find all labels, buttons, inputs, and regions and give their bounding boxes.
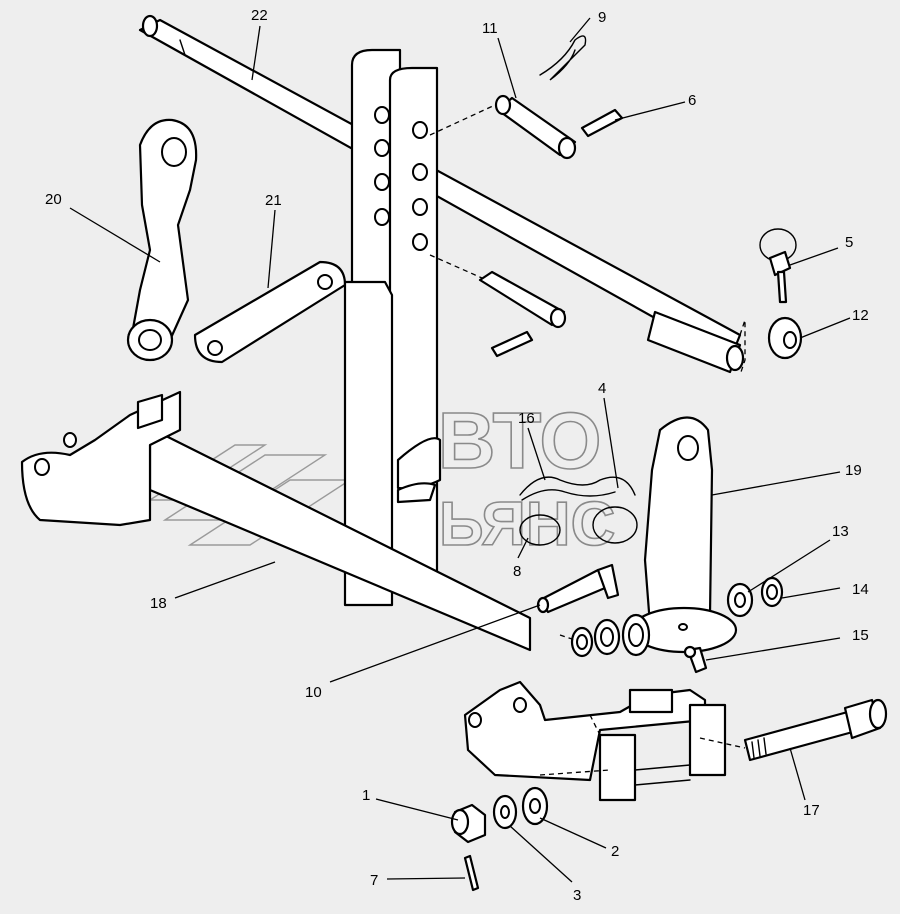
collar-12 (767, 316, 803, 360)
label-20: 20 (45, 191, 62, 208)
lynch-pin-5 (759, 228, 797, 304)
label-18: 18 (150, 595, 167, 612)
label-8: 8 (513, 563, 521, 580)
bent-pin-10 (536, 563, 620, 614)
bolt-17 (743, 698, 888, 762)
lower-crossbar-18 (20, 390, 532, 652)
label-12: 12 (852, 307, 869, 324)
telescopic-stay (343, 48, 442, 607)
lift-arm-20 (126, 118, 198, 362)
label-6: 6 (688, 92, 696, 109)
link-plate-21 (193, 260, 347, 364)
chain-16 (519, 476, 638, 546)
assembly-lines (539, 634, 746, 776)
part-labels: 22 11 9 6 20 21 5 12 16 4 19 13 14 15 8 … (45, 7, 869, 904)
label-22: 22 (251, 7, 268, 24)
label-1: 1 (362, 787, 370, 804)
cross-shaft-22 (138, 14, 746, 376)
pin-11-assembly (429, 35, 624, 160)
label-9: 9 (598, 9, 606, 26)
label-14: 14 (852, 581, 869, 598)
label-5: 5 (845, 234, 853, 251)
label-19: 19 (845, 462, 862, 479)
vertical-link-19 (621, 416, 738, 657)
label-13: 13 (832, 523, 849, 540)
grease-nipple-15 (683, 645, 708, 674)
label-21: 21 (265, 192, 282, 209)
lower-hook-member (463, 680, 727, 802)
bearings (570, 618, 621, 658)
label-3: 3 (573, 887, 581, 904)
label-16: 16 (518, 410, 535, 427)
label-11: 11 (482, 20, 498, 37)
label-17: 17 (803, 802, 820, 819)
label-10: 10 (305, 684, 322, 701)
label-7: 7 (370, 872, 378, 889)
stay-pin (429, 254, 567, 358)
label-2: 2 (611, 843, 619, 860)
label-15: 15 (852, 627, 869, 644)
label-4: 4 (598, 380, 606, 397)
washers-13-14 (726, 576, 784, 618)
nut-washers (450, 786, 549, 892)
leader-lines (69, 17, 851, 883)
